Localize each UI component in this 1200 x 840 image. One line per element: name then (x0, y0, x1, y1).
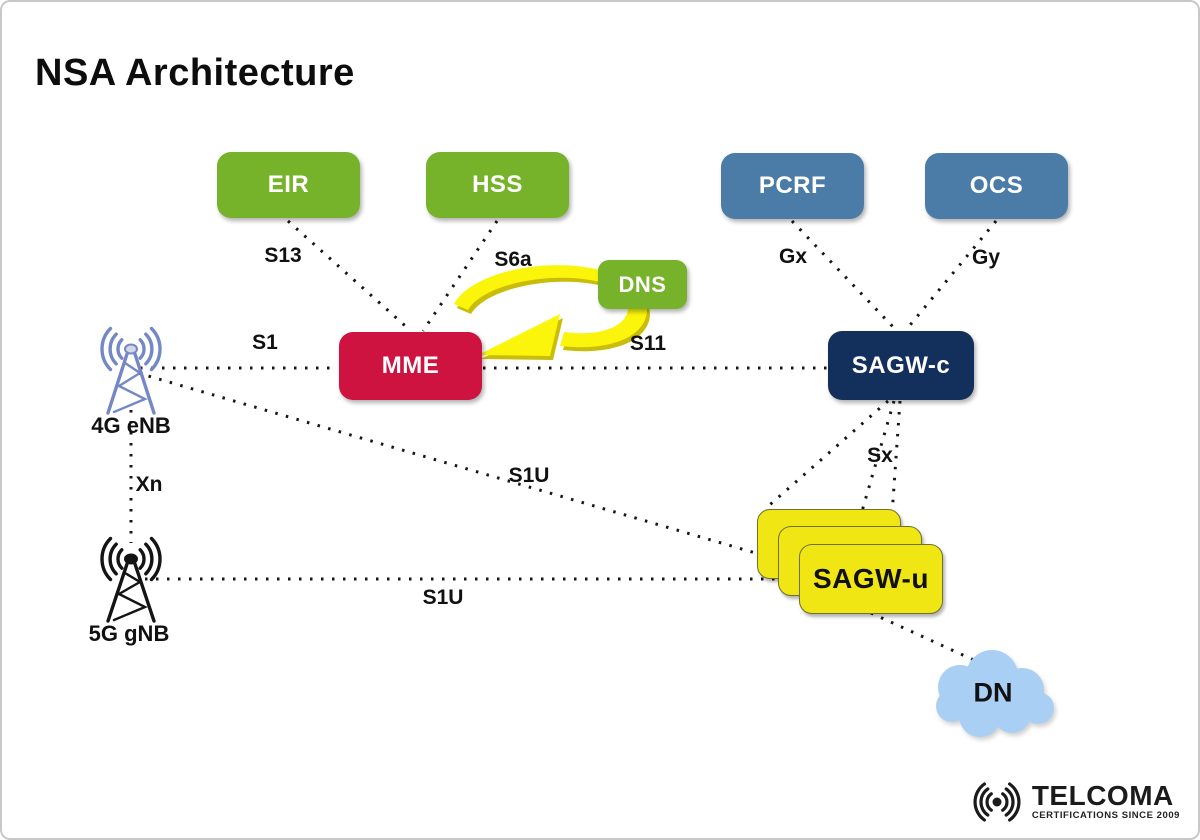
edge-label-s1u-gnb: S1U (422, 586, 464, 609)
cell-tower-5g-icon (100, 536, 162, 623)
telcoma-logo: TELCOMA CERTIFICATIONS SINCE 2009 (970, 778, 1180, 826)
edge-gx-line (790, 219, 898, 332)
edge-label-s1u-enb: S1U (508, 464, 550, 487)
cell-tower-4g-icon (100, 326, 162, 415)
node-sagw-c: SAGW-c (828, 331, 974, 400)
edge-gy-line (904, 220, 998, 331)
edge-s1u-enb-line (137, 371, 760, 556)
node-sagw-u: SAGW-u (799, 544, 943, 614)
edge-label-s11: S11 (629, 332, 667, 355)
edge-label-sx: Sx (867, 444, 893, 467)
edge-label-gy: Gy (971, 246, 1001, 269)
logo-name: TELCOMA (1031, 780, 1174, 811)
edge-label-xn: Xn (135, 473, 163, 496)
dn-cloud (936, 650, 1054, 737)
node-pcrf: PCRF (721, 153, 864, 219)
edge-sagwu-dn-line (870, 611, 977, 663)
logo-tagline: CERTIFICATIONS SINCE 2009 (1031, 810, 1180, 821)
node-hss: HSS (426, 152, 569, 218)
edge-label-gx: Gx (778, 245, 808, 268)
edge-label-s6a: S6a (494, 248, 532, 271)
edge-s13-line (287, 219, 412, 333)
page-title: NSA Architecture (35, 52, 355, 94)
edge-sx-line-3 (888, 400, 902, 544)
edge-label-s13: S13 (264, 244, 302, 267)
edge-s6a-line (421, 220, 499, 332)
node-eir: EIR (217, 152, 360, 218)
node-label-dn: DN (973, 677, 1013, 708)
node-dns: DNS (598, 260, 687, 309)
node-label-5g-gnb: 5G gNB (88, 621, 170, 646)
telcoma-radio-icon (973, 782, 1021, 822)
node-ocs: OCS (925, 153, 1068, 219)
node-label-4g-enb: 4G eNB (91, 413, 171, 438)
node-mme: MME (339, 332, 482, 400)
dns-mme-arrow-icon (454, 265, 650, 360)
edge-label-s1: S1 (252, 331, 278, 354)
